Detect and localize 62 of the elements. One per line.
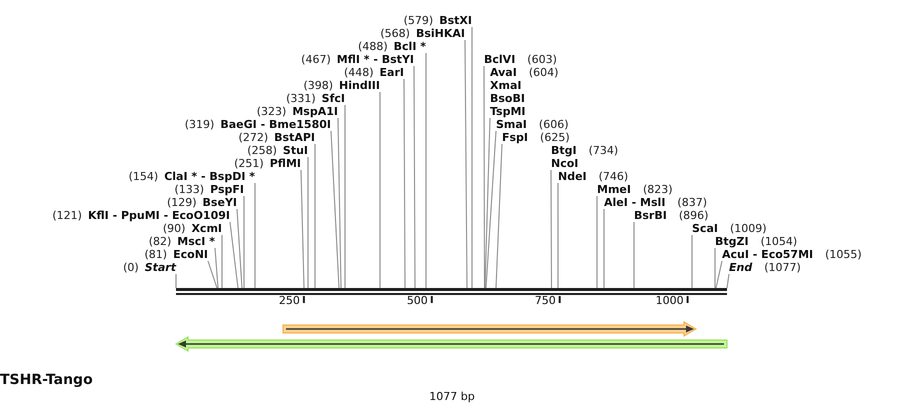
leader-line xyxy=(496,144,502,288)
sequence-start-label: (0) Start xyxy=(123,261,176,274)
cut-site-label: (251) PflMI xyxy=(234,157,301,170)
leader-line xyxy=(414,66,416,288)
cut-site-label: (398) HindIII xyxy=(303,79,380,92)
cut-site-label: (319) BaeGI - Bme1580I xyxy=(184,118,331,131)
tick-label: 500 xyxy=(406,294,428,307)
leader-line xyxy=(330,130,340,288)
tick-label: 750 xyxy=(534,294,556,307)
cut-site-label: SmaI (606) xyxy=(496,118,568,131)
cut-site-label: FspI (625) xyxy=(502,131,570,144)
cut-site-label: (81) EcoNI xyxy=(144,248,208,261)
cut-site-label: (258) StuI xyxy=(247,144,308,157)
cut-site-label: (579) BstXI xyxy=(404,14,472,27)
leader-line xyxy=(254,182,256,288)
cut-site-label: MmeI (823) xyxy=(597,183,673,196)
leader-line xyxy=(550,170,552,288)
cut-site-label: (129) BseYI xyxy=(166,196,237,209)
cut-site-label: (448) EarI xyxy=(344,66,404,79)
leader-line xyxy=(344,104,346,288)
tick-label: 250 xyxy=(278,294,300,307)
cut-site-label: NdeI (746) xyxy=(558,170,628,183)
leader-line xyxy=(338,118,342,288)
cut-site-label: BclVI (603) xyxy=(484,53,557,66)
leader-line xyxy=(214,248,218,288)
leader-line xyxy=(208,260,218,288)
cut-site-label: (133) PspFI xyxy=(174,183,244,196)
leader-line xyxy=(236,208,242,288)
dna-backbone xyxy=(176,288,727,295)
cut-site-label: (323) MspA1I xyxy=(256,105,338,118)
tick-label: 1000 xyxy=(656,294,684,307)
leader-line xyxy=(230,222,238,288)
cut-site-label: ScaI (1009) xyxy=(692,222,767,235)
map-title: TSHR-Tango xyxy=(0,372,93,389)
sequence-end-label: End (1077) xyxy=(729,261,801,274)
cut-site-label: BsrBI (896) xyxy=(634,209,708,222)
leader-line xyxy=(314,144,316,288)
leader-line xyxy=(726,274,730,288)
leader-line xyxy=(300,170,304,288)
leader-line xyxy=(464,40,468,288)
cut-site-label: (568) BsiHKAI xyxy=(380,27,465,40)
cut-site-label: BtgI (734) NcoI xyxy=(551,144,618,170)
cut-site-label: AleI - MslI (837) xyxy=(604,196,708,209)
cut-site-label: AcuI - Eco57MI (1055) xyxy=(722,248,862,261)
leader-line xyxy=(596,196,598,288)
cut-site-label: (121) KflI - PpuMI - EcoO109I xyxy=(52,209,230,222)
sequence-length: 1077 bp xyxy=(429,390,475,403)
leader-line xyxy=(484,118,490,288)
cut-site-label: (272) BstAPI xyxy=(238,131,315,144)
cut-site-label: (488) BclI * xyxy=(358,40,426,53)
leader-line xyxy=(714,248,716,288)
cut-site-label: (467) MflI * - BstYI xyxy=(301,53,414,66)
cut-site-label: BtgZI (1054) xyxy=(715,235,798,248)
leader-line xyxy=(716,260,722,288)
cut-site-label: (82) MscI * xyxy=(148,235,215,248)
cut-site-label: AvaI (604) XmaI BsoBI TspMI xyxy=(490,66,558,118)
leader-line xyxy=(404,78,406,288)
cut-site-label: (331) SfcI xyxy=(286,92,345,105)
cut-site-label: (90) XcmI xyxy=(162,222,222,235)
cut-site-label: (154) ClaI * - BspDI * xyxy=(128,170,255,183)
leader-line xyxy=(484,66,485,288)
leader-line xyxy=(486,130,496,288)
